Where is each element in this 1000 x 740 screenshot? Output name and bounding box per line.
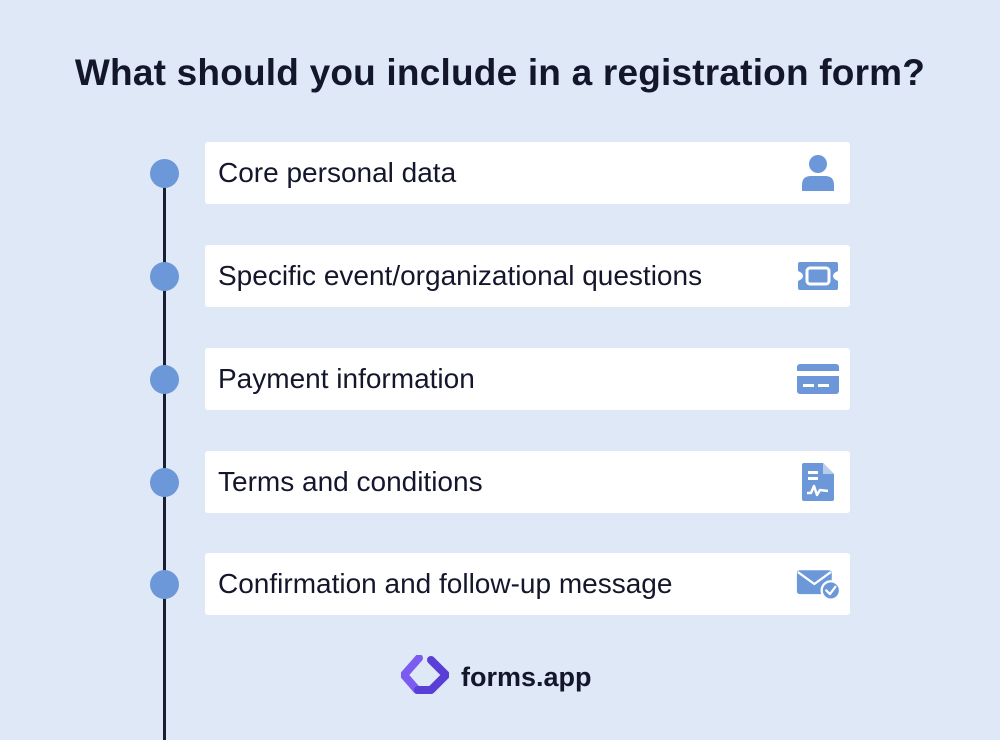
signed-document-icon xyxy=(796,461,840,503)
forms-app-logo xyxy=(400,653,450,700)
timeline-line xyxy=(163,172,166,740)
timeline-dot xyxy=(150,159,179,188)
timeline-dot xyxy=(150,468,179,497)
item-card: Specific event/organizational questions xyxy=(205,245,850,307)
list-item: Terms and conditions xyxy=(0,451,1000,513)
item-label: Terms and conditions xyxy=(218,466,483,497)
item-label: Core personal data xyxy=(218,157,457,188)
item-card: Payment information xyxy=(205,348,850,410)
brand-name: forms.app xyxy=(461,661,592,692)
brand: forms.app xyxy=(400,653,592,700)
list-item: Core personal data xyxy=(0,142,1000,204)
item-card: Terms and conditions xyxy=(205,451,850,513)
list-item: Payment information xyxy=(0,348,1000,410)
timeline-dot xyxy=(150,570,179,599)
credit-card-icon xyxy=(796,358,840,400)
page-title: What should you include in a registratio… xyxy=(74,52,926,93)
item-label: Specific event/organizational questions xyxy=(218,260,703,291)
item-label: Confirmation and follow-up message xyxy=(218,568,673,599)
list-item: Confirmation and follow-up message xyxy=(0,553,1000,615)
item-card: Core personal data xyxy=(205,142,850,204)
ticket-icon xyxy=(796,255,840,297)
timeline-dot xyxy=(150,262,179,291)
timeline-dot xyxy=(150,365,179,394)
person-icon xyxy=(796,152,840,194)
item-card: Confirmation and follow-up message xyxy=(205,553,850,615)
list-item: Specific event/organizational questions xyxy=(0,245,1000,307)
mail-check-icon xyxy=(796,563,840,605)
item-label: Payment information xyxy=(218,363,475,394)
